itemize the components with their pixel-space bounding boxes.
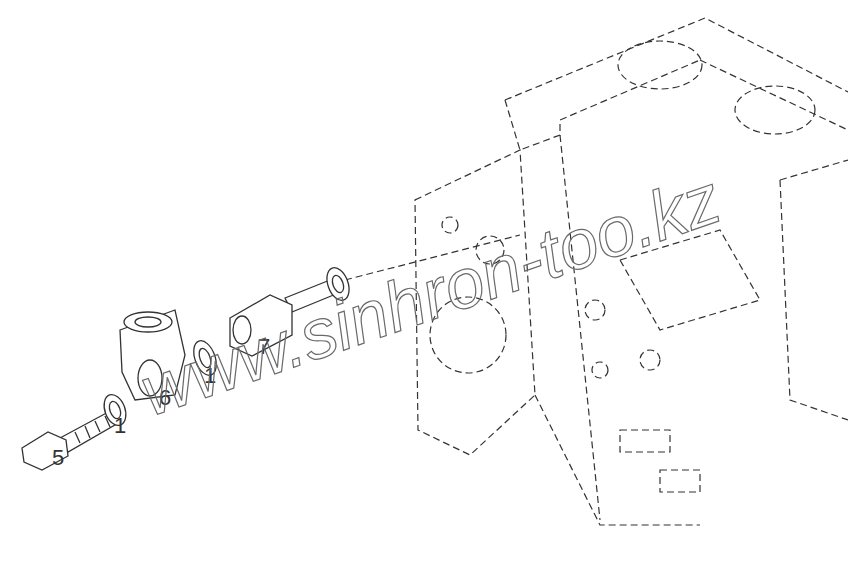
fitting-port xyxy=(135,317,161,327)
block-edge xyxy=(700,60,848,130)
bolt-head xyxy=(22,432,68,470)
callout-number: 5 xyxy=(52,447,64,469)
block-bottom xyxy=(535,395,700,525)
block-deck xyxy=(505,60,700,150)
plate-hole xyxy=(442,217,458,233)
block-port xyxy=(660,470,700,492)
block-top-edge xyxy=(505,18,848,100)
watermark: www.sinhron-too.kz xyxy=(132,163,729,427)
block-side xyxy=(780,160,848,420)
block-hole xyxy=(585,300,605,320)
block-edge xyxy=(560,135,600,520)
block-hole xyxy=(640,350,660,370)
cylinder-bore xyxy=(735,86,815,134)
callout-number: 1 xyxy=(114,415,126,437)
bolt-thread xyxy=(75,416,110,443)
block-hole xyxy=(592,362,608,378)
cylinder-bore xyxy=(618,41,702,89)
block-port xyxy=(620,430,670,452)
fitting-port xyxy=(124,312,172,332)
